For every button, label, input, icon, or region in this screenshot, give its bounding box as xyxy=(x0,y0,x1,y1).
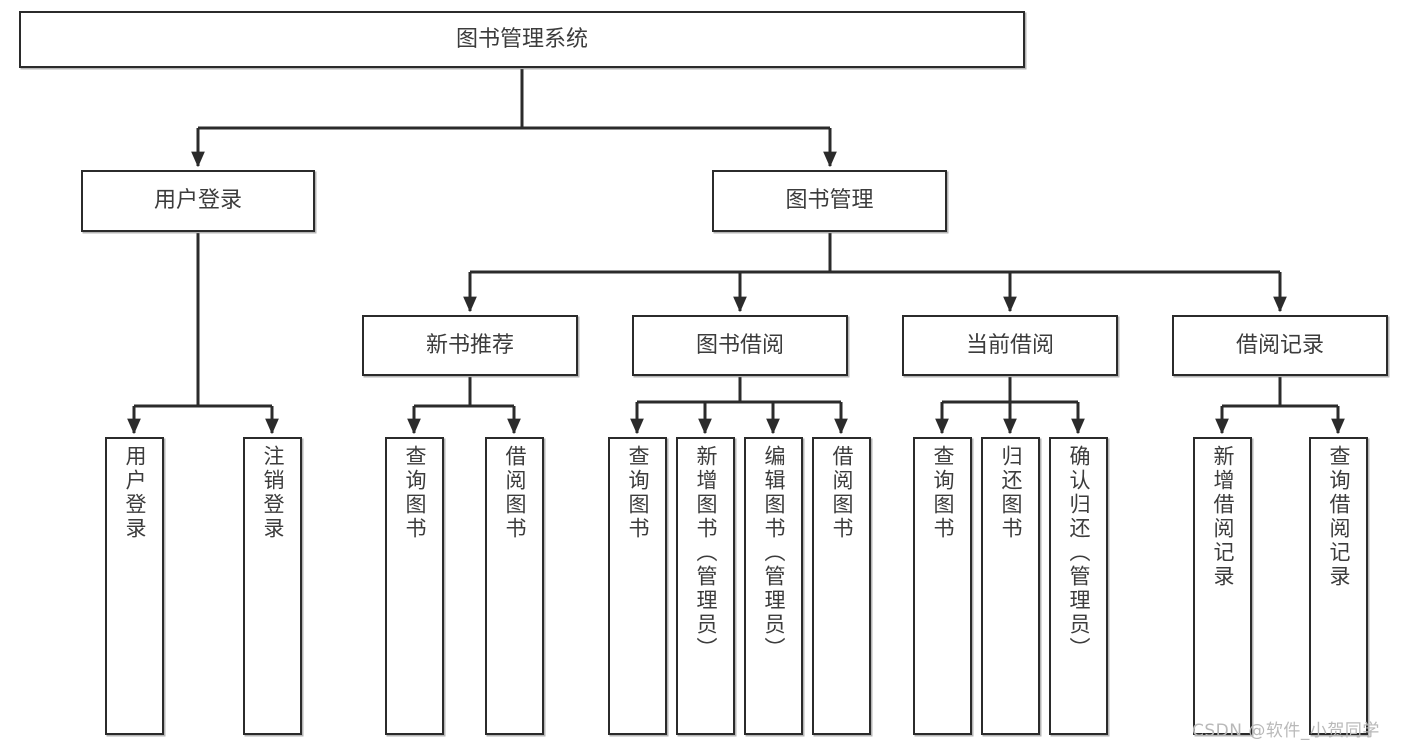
node-leaf-add-book-label: 新增图书（管理员） xyxy=(694,445,718,661)
node-book-manage[interactable]: 图书管理 xyxy=(712,170,947,232)
node-leaf-query-book-current-label: 查询图书 xyxy=(931,445,955,541)
node-leaf-borrow-book[interactable]: 借阅图书 xyxy=(812,437,871,735)
node-leaf-confirm-return-label: 确认归还（管理员） xyxy=(1067,445,1091,661)
node-leaf-borrow-book-label: 借阅图书 xyxy=(830,445,854,541)
node-leaf-edit-book-label: 编辑图书（管理员） xyxy=(762,445,786,661)
node-leaf-add-book[interactable]: 新增图书（管理员） xyxy=(676,437,735,735)
node-leaf-query-book-label: 查询图书 xyxy=(626,445,650,541)
node-book-borrow-label: 图书借阅 xyxy=(695,332,784,358)
node-user-login-label: 用户登录 xyxy=(153,188,242,214)
node-book-borrow[interactable]: 图书借阅 xyxy=(632,315,848,376)
node-root-system-label: 图书管理系统 xyxy=(455,26,588,52)
node-leaf-query-borrow-record-label: 查询借阅记录 xyxy=(1327,445,1351,589)
node-leaf-query-book-recommend[interactable]: 查询图书 xyxy=(385,437,444,735)
node-leaf-confirm-return[interactable]: 确认归还（管理员） xyxy=(1049,437,1108,735)
node-leaf-logout-label: 注销登录 xyxy=(261,445,285,541)
node-leaf-query-book-recommend-label: 查询图书 xyxy=(403,445,427,541)
node-borrow-record[interactable]: 借阅记录 xyxy=(1172,315,1388,376)
node-leaf-borrow-book-recommend[interactable]: 借阅图书 xyxy=(485,437,544,735)
node-leaf-query-book-current[interactable]: 查询图书 xyxy=(913,437,972,735)
node-book-manage-label: 图书管理 xyxy=(785,188,874,214)
node-leaf-return-book-label: 归还图书 xyxy=(999,445,1023,541)
node-leaf-user-login[interactable]: 用户登录 xyxy=(105,437,164,735)
node-new-book-recommend-label: 新书推荐 xyxy=(425,332,514,358)
node-root-system[interactable]: 图书管理系统 xyxy=(19,11,1025,68)
node-current-borrow-label: 当前借阅 xyxy=(965,332,1054,358)
node-leaf-borrow-book-recommend-label: 借阅图书 xyxy=(503,445,527,541)
node-user-login[interactable]: 用户登录 xyxy=(81,170,315,232)
node-leaf-logout[interactable]: 注销登录 xyxy=(243,437,302,735)
node-borrow-record-label: 借阅记录 xyxy=(1235,332,1324,358)
node-leaf-query-borrow-record[interactable]: 查询借阅记录 xyxy=(1309,437,1368,735)
node-leaf-edit-book[interactable]: 编辑图书（管理员） xyxy=(744,437,803,735)
node-leaf-user-login-label: 用户登录 xyxy=(123,445,147,541)
node-new-book-recommend[interactable]: 新书推荐 xyxy=(362,315,578,376)
node-current-borrow[interactable]: 当前借阅 xyxy=(902,315,1118,376)
node-leaf-add-borrow-record[interactable]: 新增借阅记录 xyxy=(1193,437,1252,735)
node-leaf-add-borrow-record-label: 新增借阅记录 xyxy=(1211,445,1235,589)
node-leaf-query-book[interactable]: 查询图书 xyxy=(608,437,667,735)
csdn-watermark: CSDN @软件_小贺同学 xyxy=(1192,721,1380,741)
node-leaf-return-book[interactable]: 归还图书 xyxy=(981,437,1040,735)
